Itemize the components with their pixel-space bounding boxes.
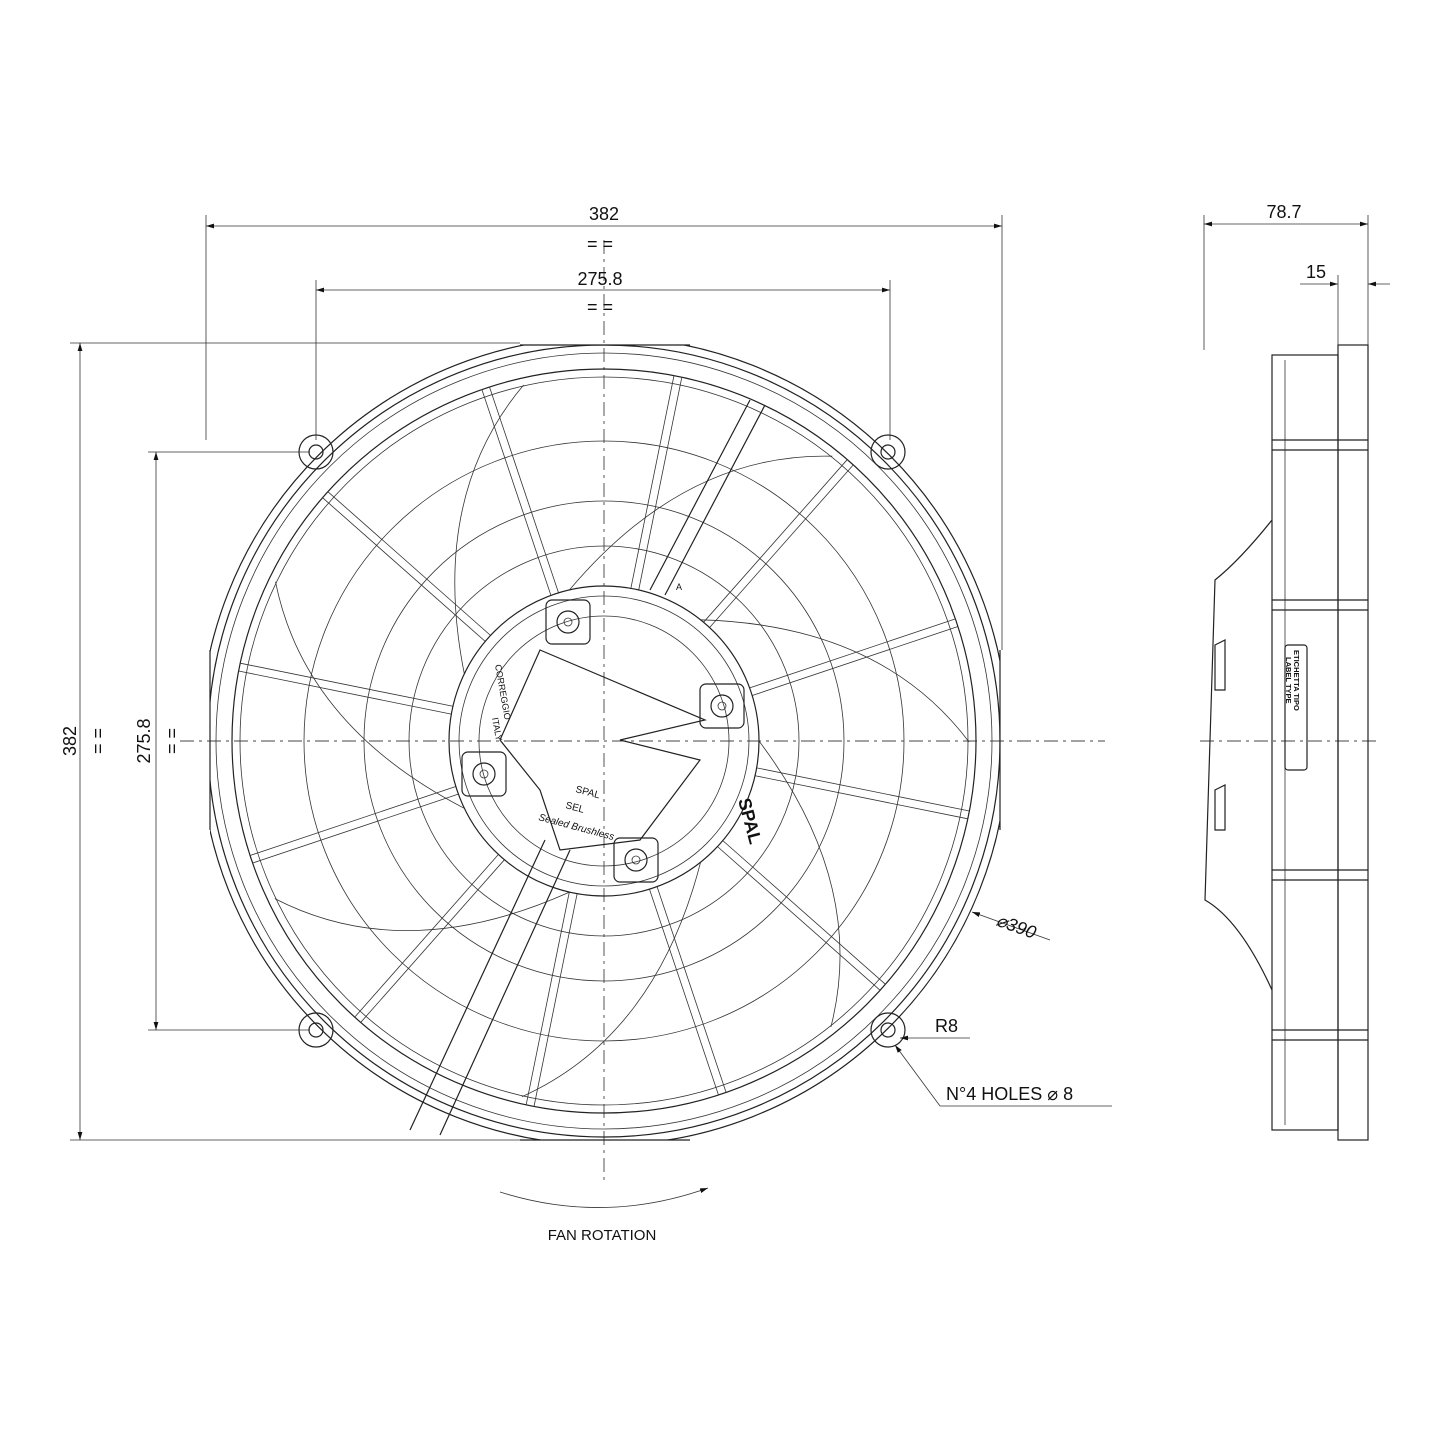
cable-channel bbox=[649, 399, 766, 596]
grille-spoke bbox=[709, 464, 854, 628]
hub-mount-boss bbox=[461, 751, 507, 797]
dim-eq: = = bbox=[162, 728, 182, 754]
hub-mount-boss bbox=[613, 837, 659, 883]
dim-flange: 15 bbox=[1306, 262, 1326, 282]
dimensions: 382 = = 275.8 = = 382 = = 275.8 = = 78.7… bbox=[60, 202, 1390, 1141]
grille-spoke bbox=[722, 840, 886, 985]
screw-icon bbox=[624, 848, 648, 872]
dim-overall-width: 382 bbox=[589, 204, 619, 224]
dim-eq: = = bbox=[88, 728, 108, 754]
brand-logo-text: SPAL bbox=[734, 796, 765, 846]
mounting-lug bbox=[870, 1012, 906, 1048]
grille-spoke bbox=[630, 375, 675, 589]
hub-mount-boss bbox=[699, 683, 745, 729]
grille-spoke bbox=[481, 389, 552, 596]
grille-spoke bbox=[717, 846, 881, 991]
dim-depth: 78.7 bbox=[1266, 202, 1301, 222]
grille-spoke bbox=[238, 670, 452, 715]
dim-radius: R8 bbox=[935, 1016, 958, 1036]
dim-diameter: ⌀390 bbox=[994, 910, 1039, 943]
rotation-arrow bbox=[499, 1187, 709, 1208]
motor-hub bbox=[448, 585, 760, 897]
cable bbox=[409, 839, 571, 1136]
grille-spoke bbox=[649, 889, 719, 1096]
screw-icon bbox=[472, 762, 496, 786]
grille-spoke bbox=[638, 377, 683, 590]
grille-spoke bbox=[525, 892, 570, 1105]
grille-spoke bbox=[533, 893, 578, 1107]
fan-blade bbox=[275, 581, 465, 809]
grille-spoke bbox=[322, 497, 486, 642]
grille-spoke bbox=[756, 767, 970, 812]
fan-blade bbox=[758, 740, 841, 1027]
grille-spoke bbox=[249, 786, 456, 856]
hub-sel-text: SEL bbox=[564, 800, 586, 816]
label-text-en: LABEL TYPE bbox=[1284, 657, 1293, 704]
grille-spoke bbox=[752, 626, 959, 696]
fan-blade bbox=[700, 619, 970, 743]
fan-side-view: ETICHETTA TIPO LABEL TYPE bbox=[1204, 344, 1369, 1141]
dim-eq: = = bbox=[587, 234, 613, 254]
grille-spoke bbox=[354, 854, 499, 1018]
hub-mark: A bbox=[676, 582, 682, 592]
fan-blade bbox=[569, 455, 833, 591]
label-text-it: ETICHETTA TIPO bbox=[1292, 650, 1301, 711]
dim-holes: N°4 HOLES ⌀ 8 bbox=[946, 1084, 1073, 1104]
origin-text: CORREGGIO bbox=[493, 664, 513, 721]
mounting-lug bbox=[870, 434, 906, 470]
fan-blade bbox=[454, 384, 524, 674]
dim-overall-height: 382 bbox=[60, 726, 80, 756]
grille-spoke bbox=[703, 459, 848, 623]
label-area bbox=[1284, 644, 1308, 771]
dim-hole-spacing-v: 275.8 bbox=[134, 718, 154, 763]
origin-country-text: ITALY bbox=[490, 717, 504, 742]
grille-spoke bbox=[360, 859, 505, 1023]
grille-spoke bbox=[252, 793, 459, 864]
fan-blade bbox=[521, 862, 701, 1098]
grille-spoke bbox=[327, 491, 491, 636]
screw-icon bbox=[556, 610, 580, 634]
mounting-hole bbox=[880, 1022, 896, 1038]
fan-blade bbox=[274, 891, 570, 931]
dim-eq: = = bbox=[587, 297, 613, 317]
fan-rotation-label: FAN ROTATION bbox=[548, 1227, 657, 1244]
mounting-hole bbox=[880, 444, 896, 460]
hub-sealed-text: Sealed Brushless bbox=[537, 812, 615, 843]
grille-spoke bbox=[749, 618, 956, 689]
hub-mount-boss bbox=[545, 599, 591, 645]
grille-spoke bbox=[755, 775, 968, 820]
grille-spoke bbox=[656, 886, 727, 1093]
grille-spoke bbox=[489, 386, 559, 593]
dim-hole-spacing-h: 275.8 bbox=[577, 269, 622, 289]
screw-icon bbox=[710, 694, 734, 718]
hub-brand-small: SPAL bbox=[574, 784, 601, 801]
grille-spoke bbox=[240, 662, 453, 707]
